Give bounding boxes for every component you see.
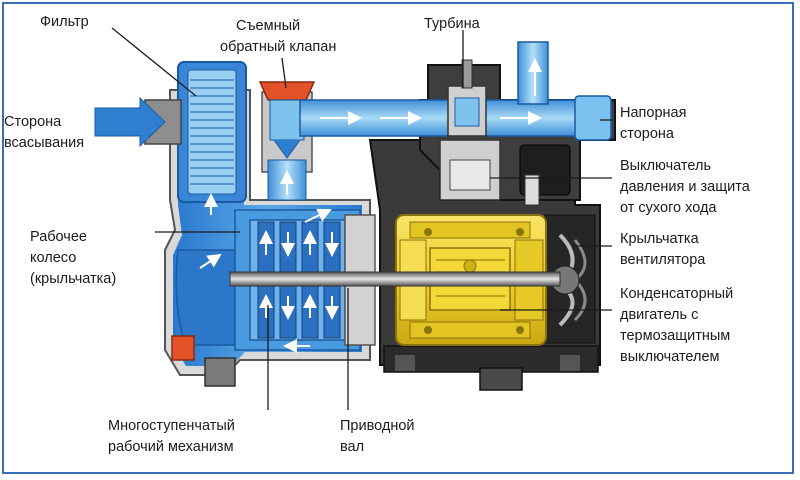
- label-switch: Выключатель давления и защита от сухого …: [620, 158, 754, 216]
- label-suction: Сторона всасывания: [4, 114, 84, 151]
- label-motor: Конденсаторный двигатель с термозащитным…: [620, 286, 737, 365]
- leader-lines: [111, 27, 612, 410]
- label-filter: Фильтр: [40, 14, 89, 30]
- label-turbine: Турбина: [424, 16, 481, 32]
- leader-filter: [111, 27, 197, 97]
- drain-plug: [171, 335, 236, 387]
- label-shaft: Приводной вал: [340, 418, 419, 455]
- flow-arrows: [199, 58, 542, 353]
- suction-inlet: [94, 96, 182, 148]
- drive-shaft: [229, 271, 561, 287]
- leader-check-valve: [281, 57, 287, 89]
- label-fan: Крыльчатка вентилятора: [620, 231, 706, 268]
- filter: [177, 61, 247, 203]
- pressure-pipe: [299, 41, 612, 141]
- label-impeller: Рабочее колесо (крыльчатка): [30, 229, 116, 287]
- label-multistage: Многоступенчатый рабочий механизм: [108, 418, 239, 455]
- label-pressure: Напорная сторона: [620, 105, 690, 142]
- label-check-valve: Съемный обратный клапан: [220, 18, 336, 55]
